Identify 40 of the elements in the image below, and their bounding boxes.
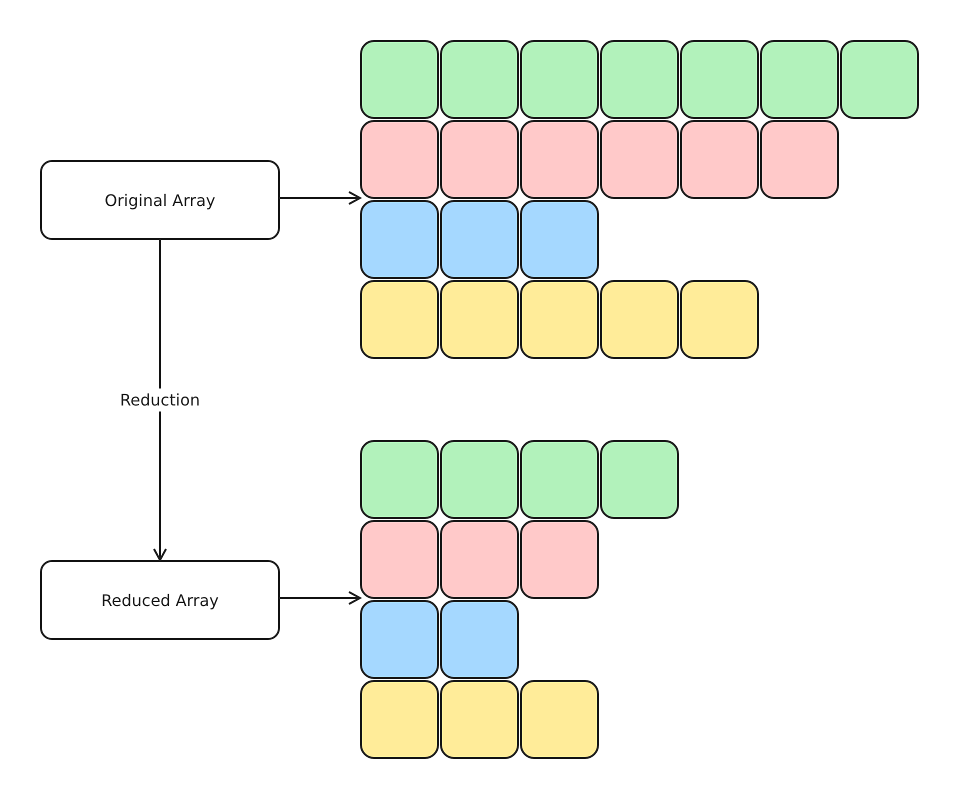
array-cell xyxy=(440,520,519,599)
array-cell xyxy=(600,40,679,119)
array-cell xyxy=(760,40,839,119)
array-cell xyxy=(840,40,919,119)
array-cell xyxy=(440,280,519,359)
array-cell xyxy=(520,120,599,199)
array-cell xyxy=(600,280,679,359)
array-cell xyxy=(520,680,599,759)
array-cell xyxy=(440,40,519,119)
array-cell xyxy=(360,120,439,199)
box-label: Original Array xyxy=(104,190,216,210)
array-cell xyxy=(360,680,439,759)
array-cell xyxy=(440,440,519,519)
array-cell xyxy=(440,200,519,279)
array-cell xyxy=(440,120,519,199)
array-cell xyxy=(360,440,439,519)
array-cell xyxy=(360,520,439,599)
array-cell xyxy=(520,440,599,519)
array-cell xyxy=(360,600,439,679)
array-cell xyxy=(680,280,759,359)
array-cell xyxy=(440,600,519,679)
array-cell xyxy=(520,280,599,359)
array-cell xyxy=(760,120,839,199)
arrow xyxy=(280,591,361,605)
array-cell xyxy=(520,200,599,279)
array-cell xyxy=(600,440,679,519)
arrow xyxy=(153,240,167,561)
array-cell xyxy=(360,200,439,279)
array-cell xyxy=(520,40,599,119)
arrow xyxy=(280,191,361,205)
array-cell xyxy=(680,120,759,199)
process-box xyxy=(40,560,280,640)
box-label: Reduced Array xyxy=(101,590,219,610)
array-cell xyxy=(360,40,439,119)
array-cell xyxy=(440,680,519,759)
array-cell xyxy=(520,520,599,599)
array-cell xyxy=(680,40,759,119)
array-cell xyxy=(600,120,679,199)
process-box xyxy=(40,160,280,240)
array-cell xyxy=(360,280,439,359)
